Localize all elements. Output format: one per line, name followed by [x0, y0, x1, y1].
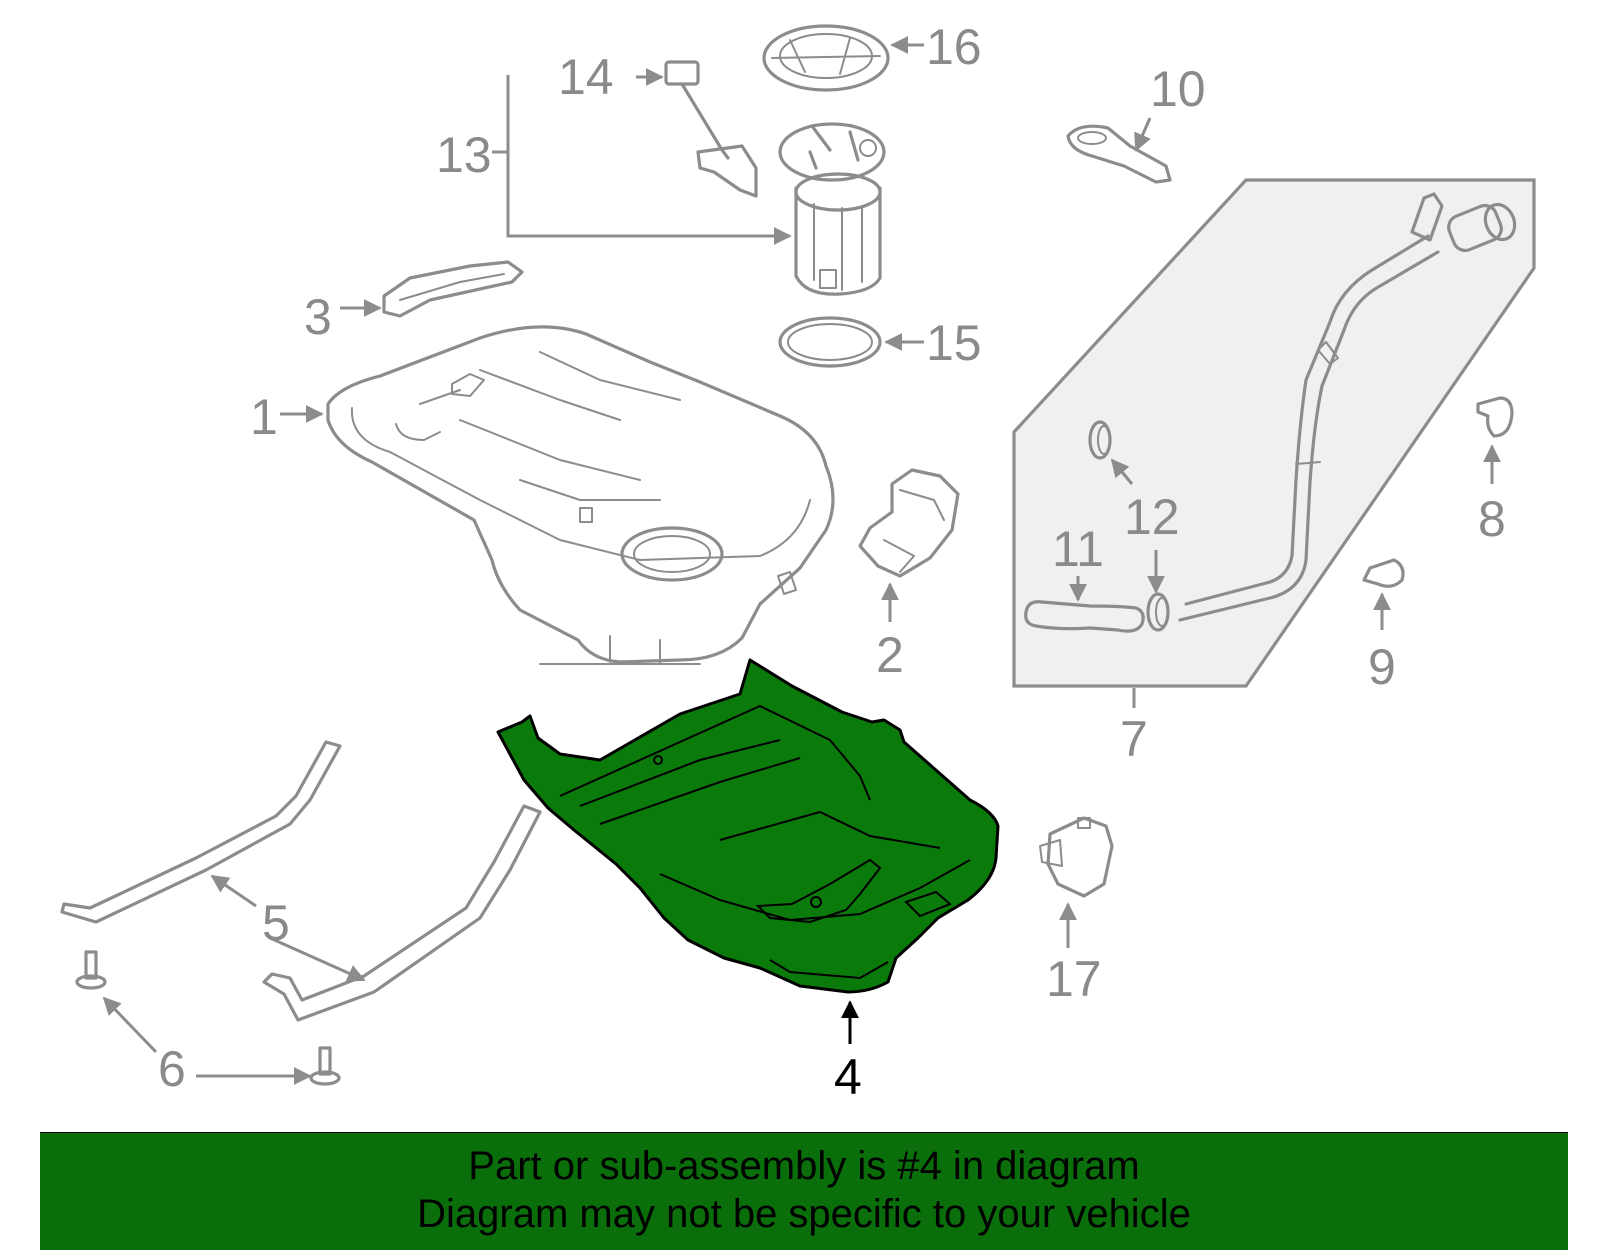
callout-12: 12	[1124, 489, 1180, 545]
callout-labels: 14 16 10 13 3 15 1 12 8 11 2 9 7 5 17 6 …	[158, 19, 1506, 1105]
part-14-fuel-level-sender	[664, 60, 758, 198]
callout-5: 5	[262, 895, 290, 951]
callout-17: 17	[1046, 951, 1102, 1007]
callout-6: 6	[158, 1041, 186, 1097]
callout-15: 15	[926, 315, 982, 371]
callout-2: 2	[876, 627, 904, 683]
callout-1: 1	[250, 389, 278, 445]
callout-3: 3	[304, 289, 332, 345]
callout-4: 4	[834, 1049, 862, 1105]
callout-16: 16	[926, 19, 982, 75]
callout-11: 11	[1052, 521, 1104, 577]
part-11-hose	[1024, 600, 1145, 633]
part-17-valve	[1039, 816, 1114, 898]
part-15-gasket	[778, 316, 882, 368]
part-13-fuel-pump-module	[778, 122, 886, 296]
part-2-bracket	[858, 468, 960, 578]
callout-10: 10	[1150, 61, 1206, 117]
part-5-tank-straps	[60, 740, 542, 1022]
callout-8: 8	[1478, 491, 1506, 547]
info-banner: Part or sub-assembly is #4 in diagram Di…	[40, 1132, 1568, 1250]
part-12-clamp	[1088, 420, 1170, 632]
part-8-push-clip	[1476, 396, 1514, 438]
callout-14: 14	[558, 49, 614, 105]
part-3-heat-shield	[382, 260, 524, 318]
leader-lines	[102, 36, 1501, 1085]
callout-13: 13	[436, 127, 492, 183]
callout-9: 9	[1368, 639, 1396, 695]
banner-part-note: Part or sub-assembly is #4 in diagram	[468, 1144, 1140, 1188]
banner-disclaimer: Diagram may not be specific to your vehi…	[417, 1192, 1191, 1236]
part-16-lock-ring	[762, 24, 890, 92]
part-1-fuel-tank	[326, 325, 835, 665]
part-7-filler-pipe-assembly	[1012, 178, 1536, 688]
part-4-fuel-tank-shield	[496, 658, 1000, 994]
callout-7: 7	[1120, 711, 1148, 767]
part-9-clip	[1362, 558, 1405, 588]
part-10-clamp	[1066, 124, 1172, 184]
